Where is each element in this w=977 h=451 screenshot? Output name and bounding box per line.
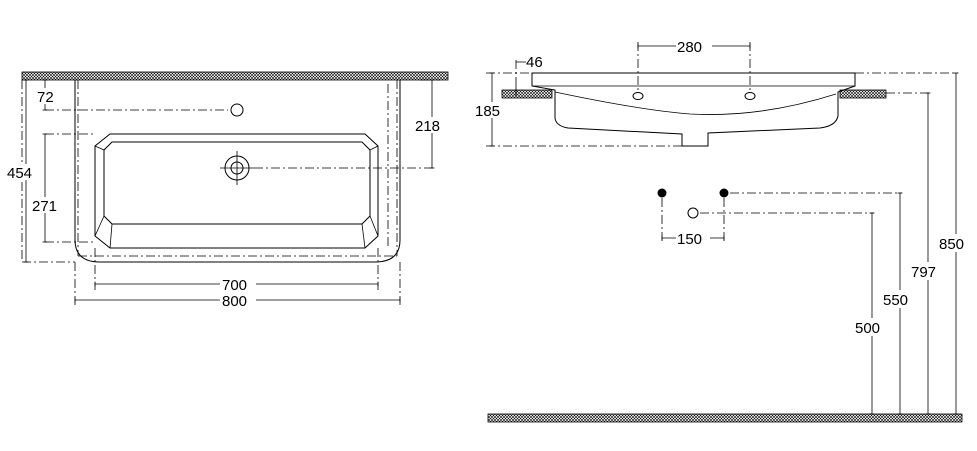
bowl-outer xyxy=(94,133,379,249)
countertop-strip xyxy=(21,71,449,81)
plan-view: 72 454 271 218 700 800 xyxy=(6,71,449,310)
dim-label-185: 185 xyxy=(475,103,500,120)
section-bowl-contour xyxy=(554,91,837,115)
section-countertop-left xyxy=(501,89,553,99)
dim-label-46: 46 xyxy=(526,54,543,71)
dim-label-850: 850 xyxy=(939,236,964,253)
tap-hole-icon xyxy=(230,103,244,117)
section-tap-hole-left-icon xyxy=(632,92,644,100)
supply-point-left-icon xyxy=(657,188,667,198)
floor-strip xyxy=(487,413,963,423)
section-basin-body xyxy=(531,72,856,147)
basin-outline xyxy=(74,80,401,263)
elevation-view: 150 500 550 797 850 xyxy=(487,72,974,423)
section-view: 280 185 46 xyxy=(474,38,958,147)
section-tap-hole-right-icon xyxy=(744,92,756,100)
dim-label-797: 797 xyxy=(911,264,936,281)
elevation-extension-lines xyxy=(661,192,902,242)
plan-extension-lines xyxy=(21,79,440,306)
dim-label-280: 280 xyxy=(677,39,702,56)
dim-label-271: 271 xyxy=(32,198,57,215)
dim-label-218: 218 xyxy=(415,118,440,135)
dim-label-150: 150 xyxy=(677,231,702,248)
dim-label-72: 72 xyxy=(37,89,54,106)
section-countertop-right xyxy=(839,89,887,99)
section-tap-centerlines xyxy=(637,42,751,92)
dim-line-46 xyxy=(515,61,526,96)
dim-label-700: 700 xyxy=(222,277,247,294)
supply-point-right-icon xyxy=(719,188,729,198)
waste-point-icon xyxy=(687,207,699,219)
waste-crosshair xyxy=(220,151,254,185)
dim-label-550: 550 xyxy=(883,292,908,309)
section-extension-lines xyxy=(486,60,958,147)
bowl-chamfer-lines xyxy=(94,145,379,249)
dim-label-500: 500 xyxy=(855,320,880,337)
dim-label-454: 454 xyxy=(7,165,32,182)
dim-label-800: 800 xyxy=(222,293,247,310)
